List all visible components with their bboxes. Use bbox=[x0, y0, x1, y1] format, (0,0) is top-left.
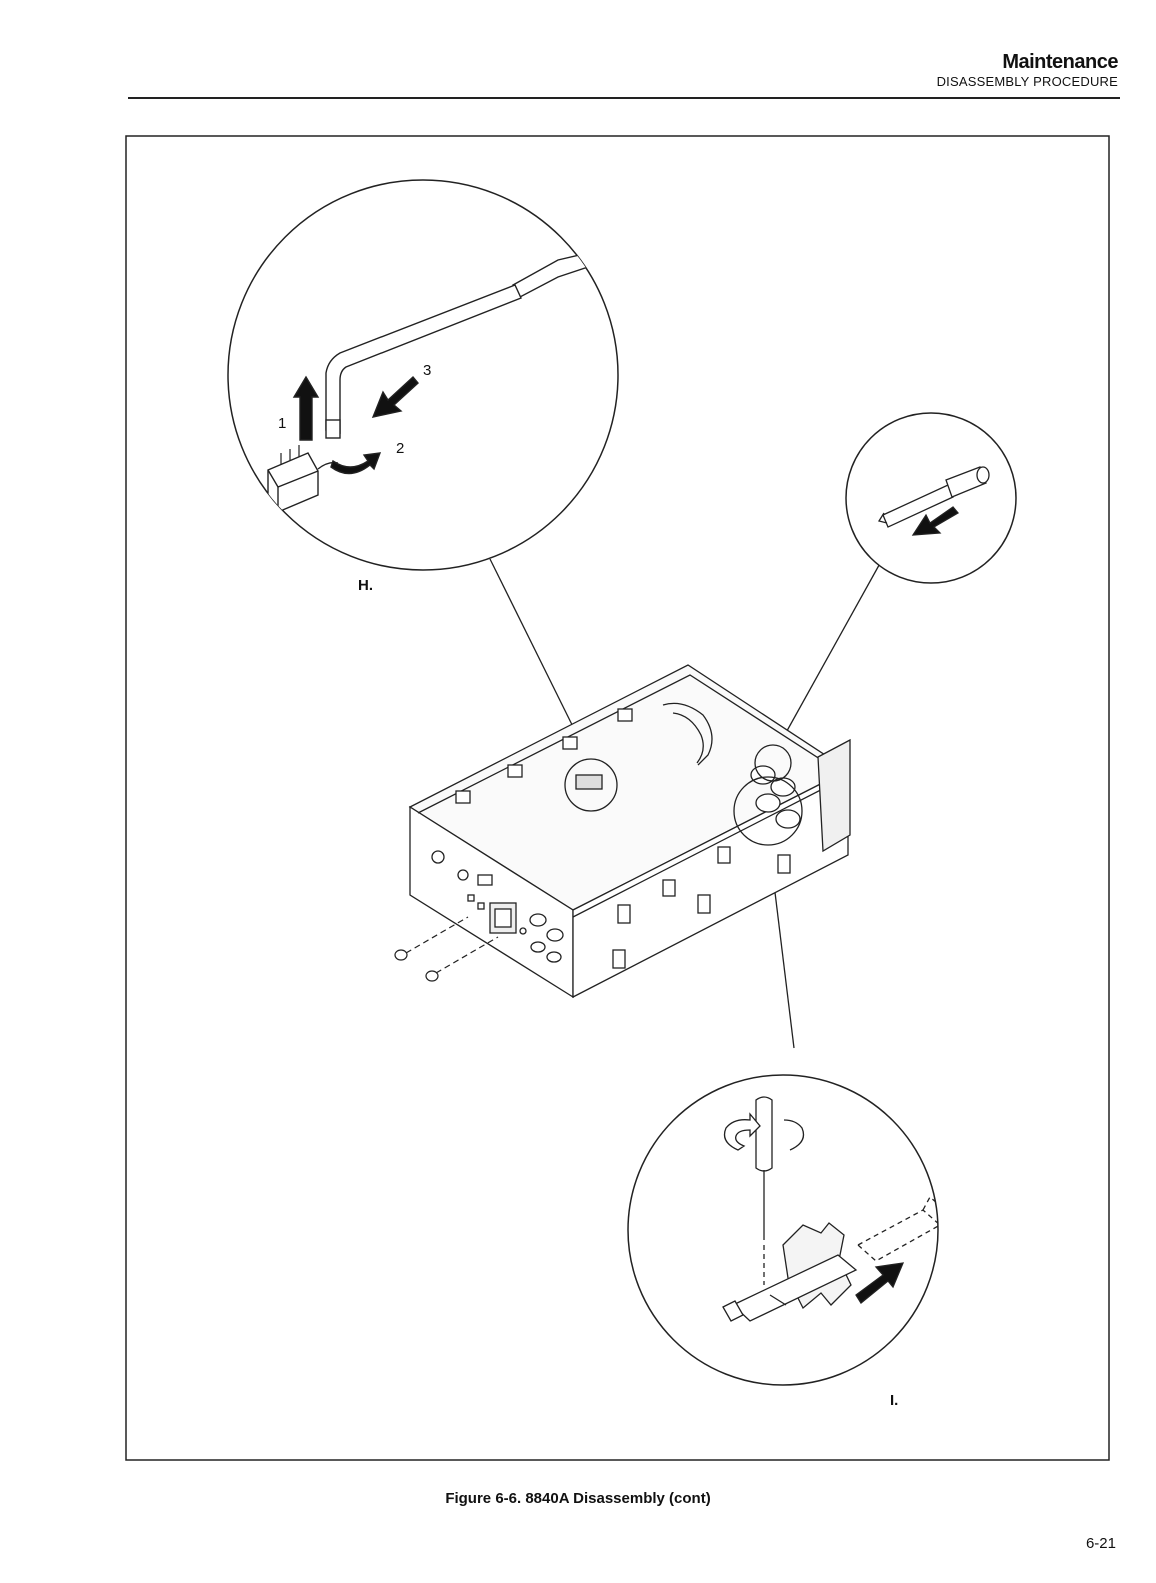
detail-cable-end bbox=[846, 413, 1016, 583]
page-header: Maintenance DISASSEMBLY PROCEDURE bbox=[937, 50, 1118, 89]
step-1-label: 1 bbox=[278, 415, 286, 432]
step-2-label: 2 bbox=[396, 440, 404, 457]
page-number: 6-21 bbox=[1086, 1535, 1116, 1552]
section-subtitle: DISASSEMBLY PROCEDURE bbox=[937, 74, 1118, 89]
detail-i-label: I. bbox=[890, 1392, 898, 1409]
detail-i: I. bbox=[628, 1075, 946, 1409]
chassis bbox=[410, 665, 850, 997]
header-rule bbox=[128, 97, 1120, 99]
figure-caption: Figure 6-6. 8840A Disassembly (cont) bbox=[0, 1490, 1156, 1507]
figure-illustration: 1 2 3 H. bbox=[118, 135, 1118, 1463]
detail-h-label: H. bbox=[358, 577, 373, 594]
section-title: Maintenance bbox=[937, 50, 1118, 74]
step-3-label: 3 bbox=[423, 362, 431, 379]
detail-h: 1 2 3 H. bbox=[228, 180, 618, 594]
